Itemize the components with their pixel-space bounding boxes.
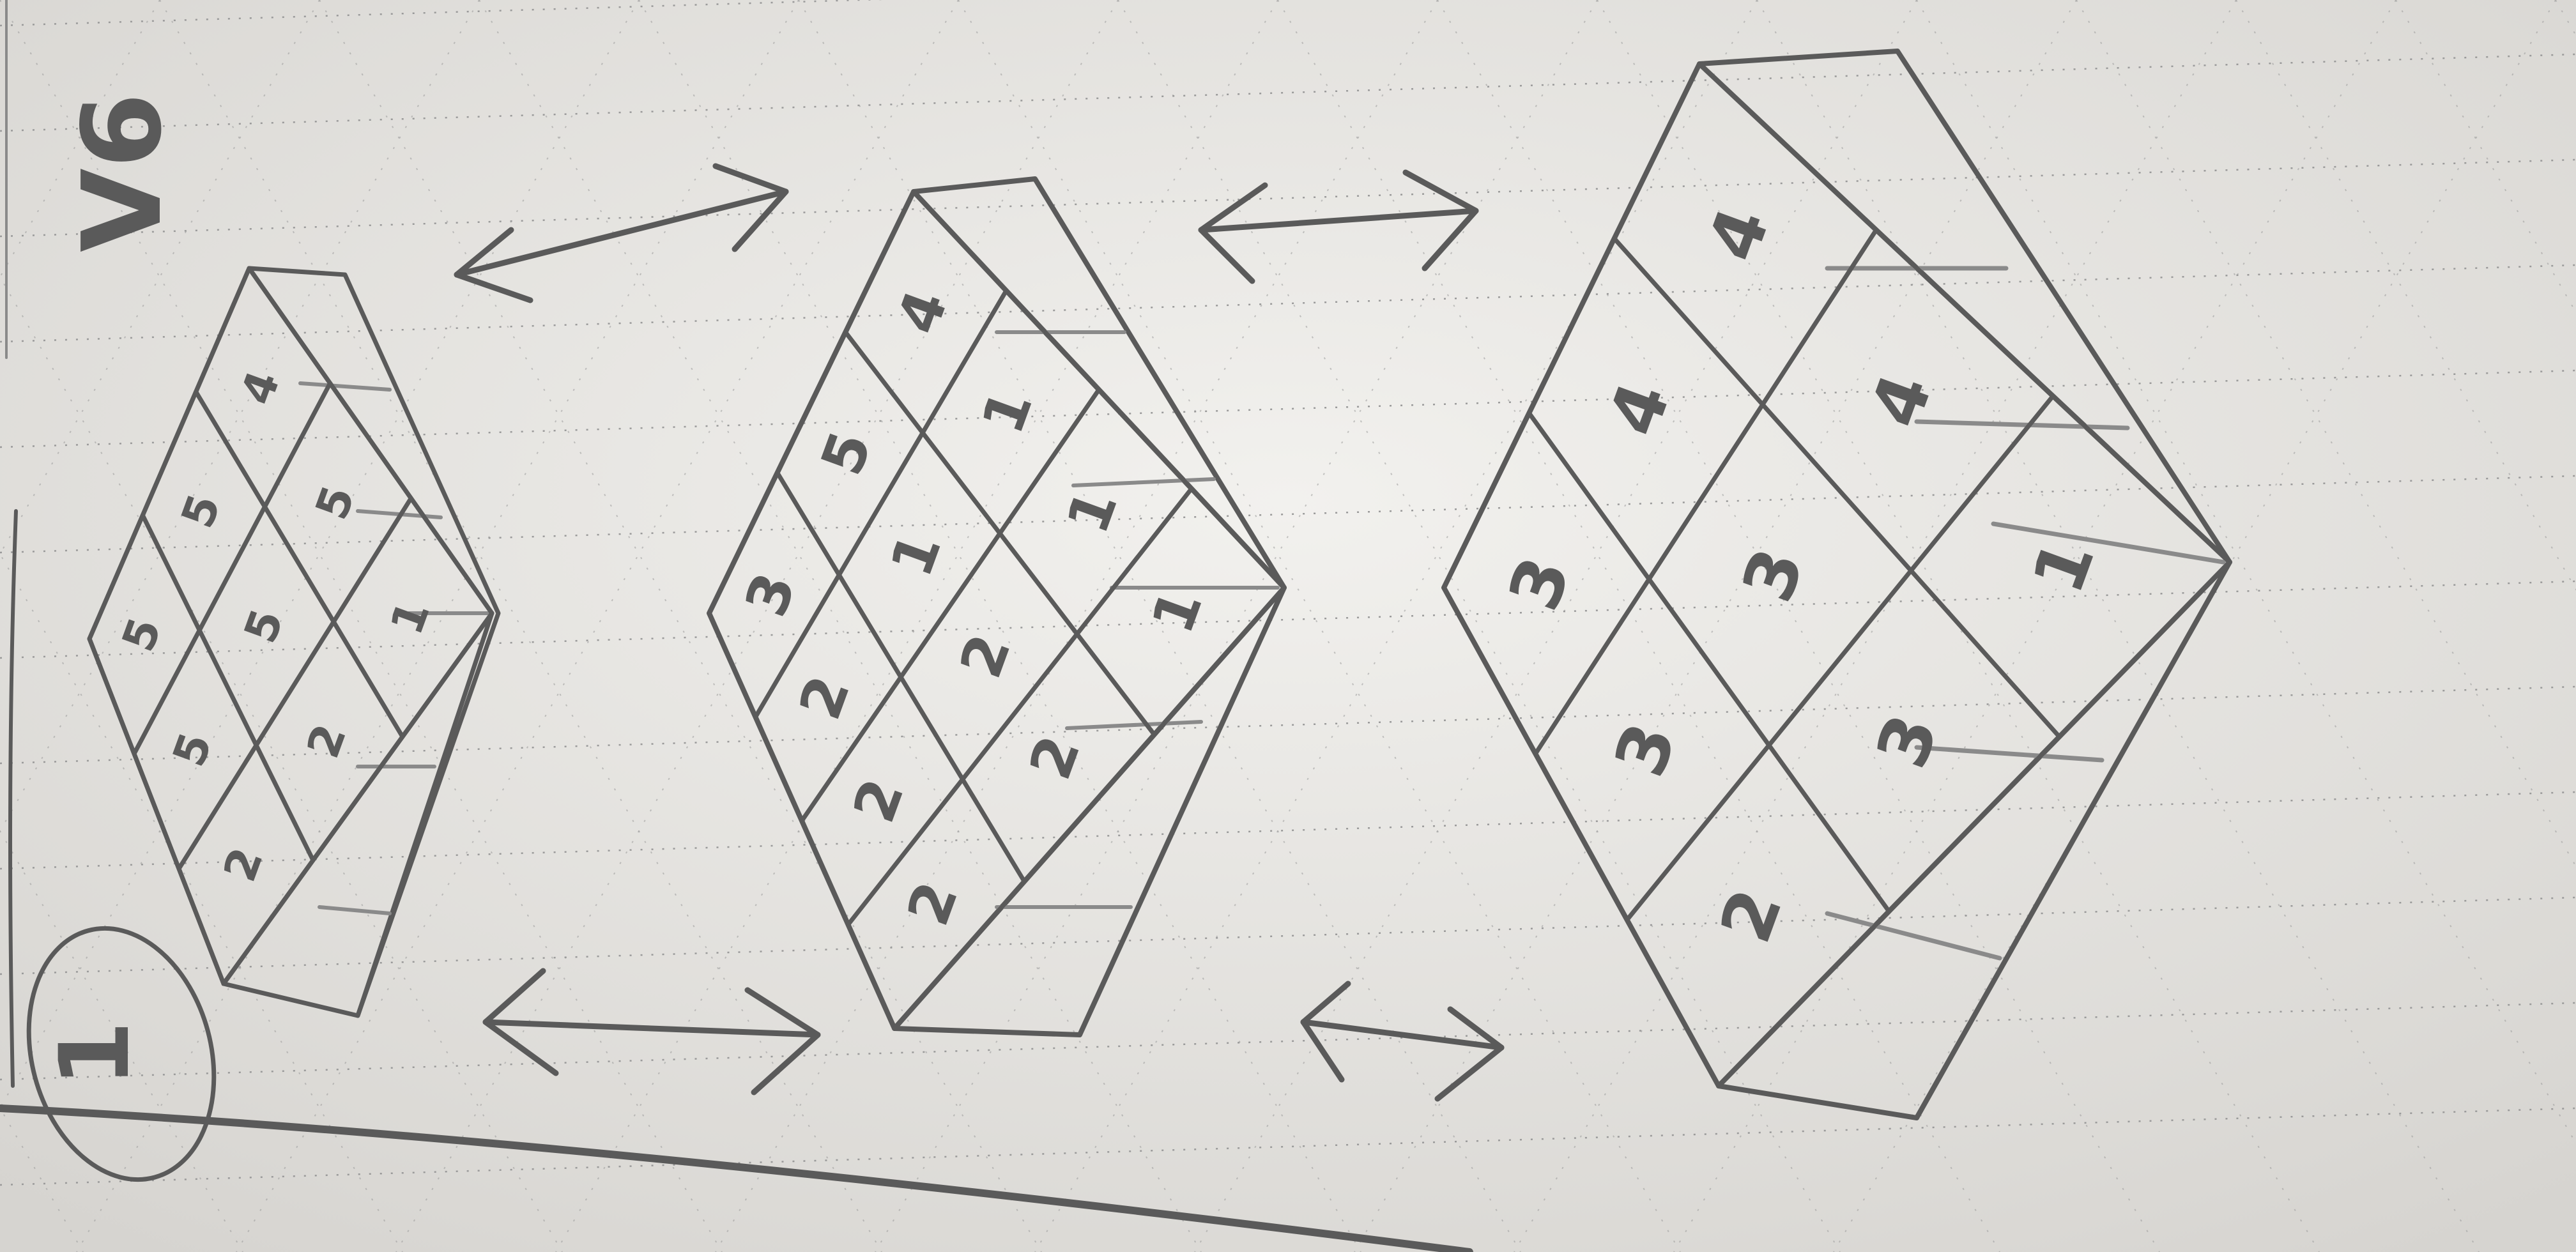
grid-line — [707, 189, 916, 616]
figure-number-text: 1 — [40, 1021, 151, 1087]
grid-line — [87, 266, 252, 641]
double-arrow-icon — [454, 163, 789, 303]
grid-line — [1526, 411, 1892, 914]
grid-line — [194, 389, 405, 739]
grid-line — [1697, 61, 2232, 565]
grid-line — [176, 496, 413, 871]
double-arrow-icon — [1198, 169, 1479, 284]
grid-line — [1441, 61, 1702, 590]
grid-line — [753, 288, 1009, 719]
grid-line — [247, 266, 494, 616]
grid-line — [892, 585, 1287, 1031]
grid-line — [1716, 560, 2232, 1088]
grid-line — [132, 381, 333, 756]
grid-line — [221, 611, 494, 986]
double-arrow-icon — [1300, 981, 1505, 1102]
page-mark-v6: V6 — [59, 93, 186, 252]
figure-number-circle: 1 — [26, 926, 217, 1182]
grid-line — [1533, 227, 1879, 756]
grid-line — [1612, 236, 2062, 739]
grid-line — [799, 387, 1101, 823]
double-arrow-icon — [482, 968, 821, 1096]
grid-line — [846, 486, 1194, 927]
arrows — [454, 163, 1505, 1102]
grid-line — [1625, 393, 2055, 922]
page-mark-text: V6 — [59, 93, 186, 252]
notebook-border — [0, 0, 1473, 1252]
grid-line — [87, 636, 226, 986]
grid-line — [1441, 585, 1721, 1088]
grid-line — [140, 513, 316, 863]
